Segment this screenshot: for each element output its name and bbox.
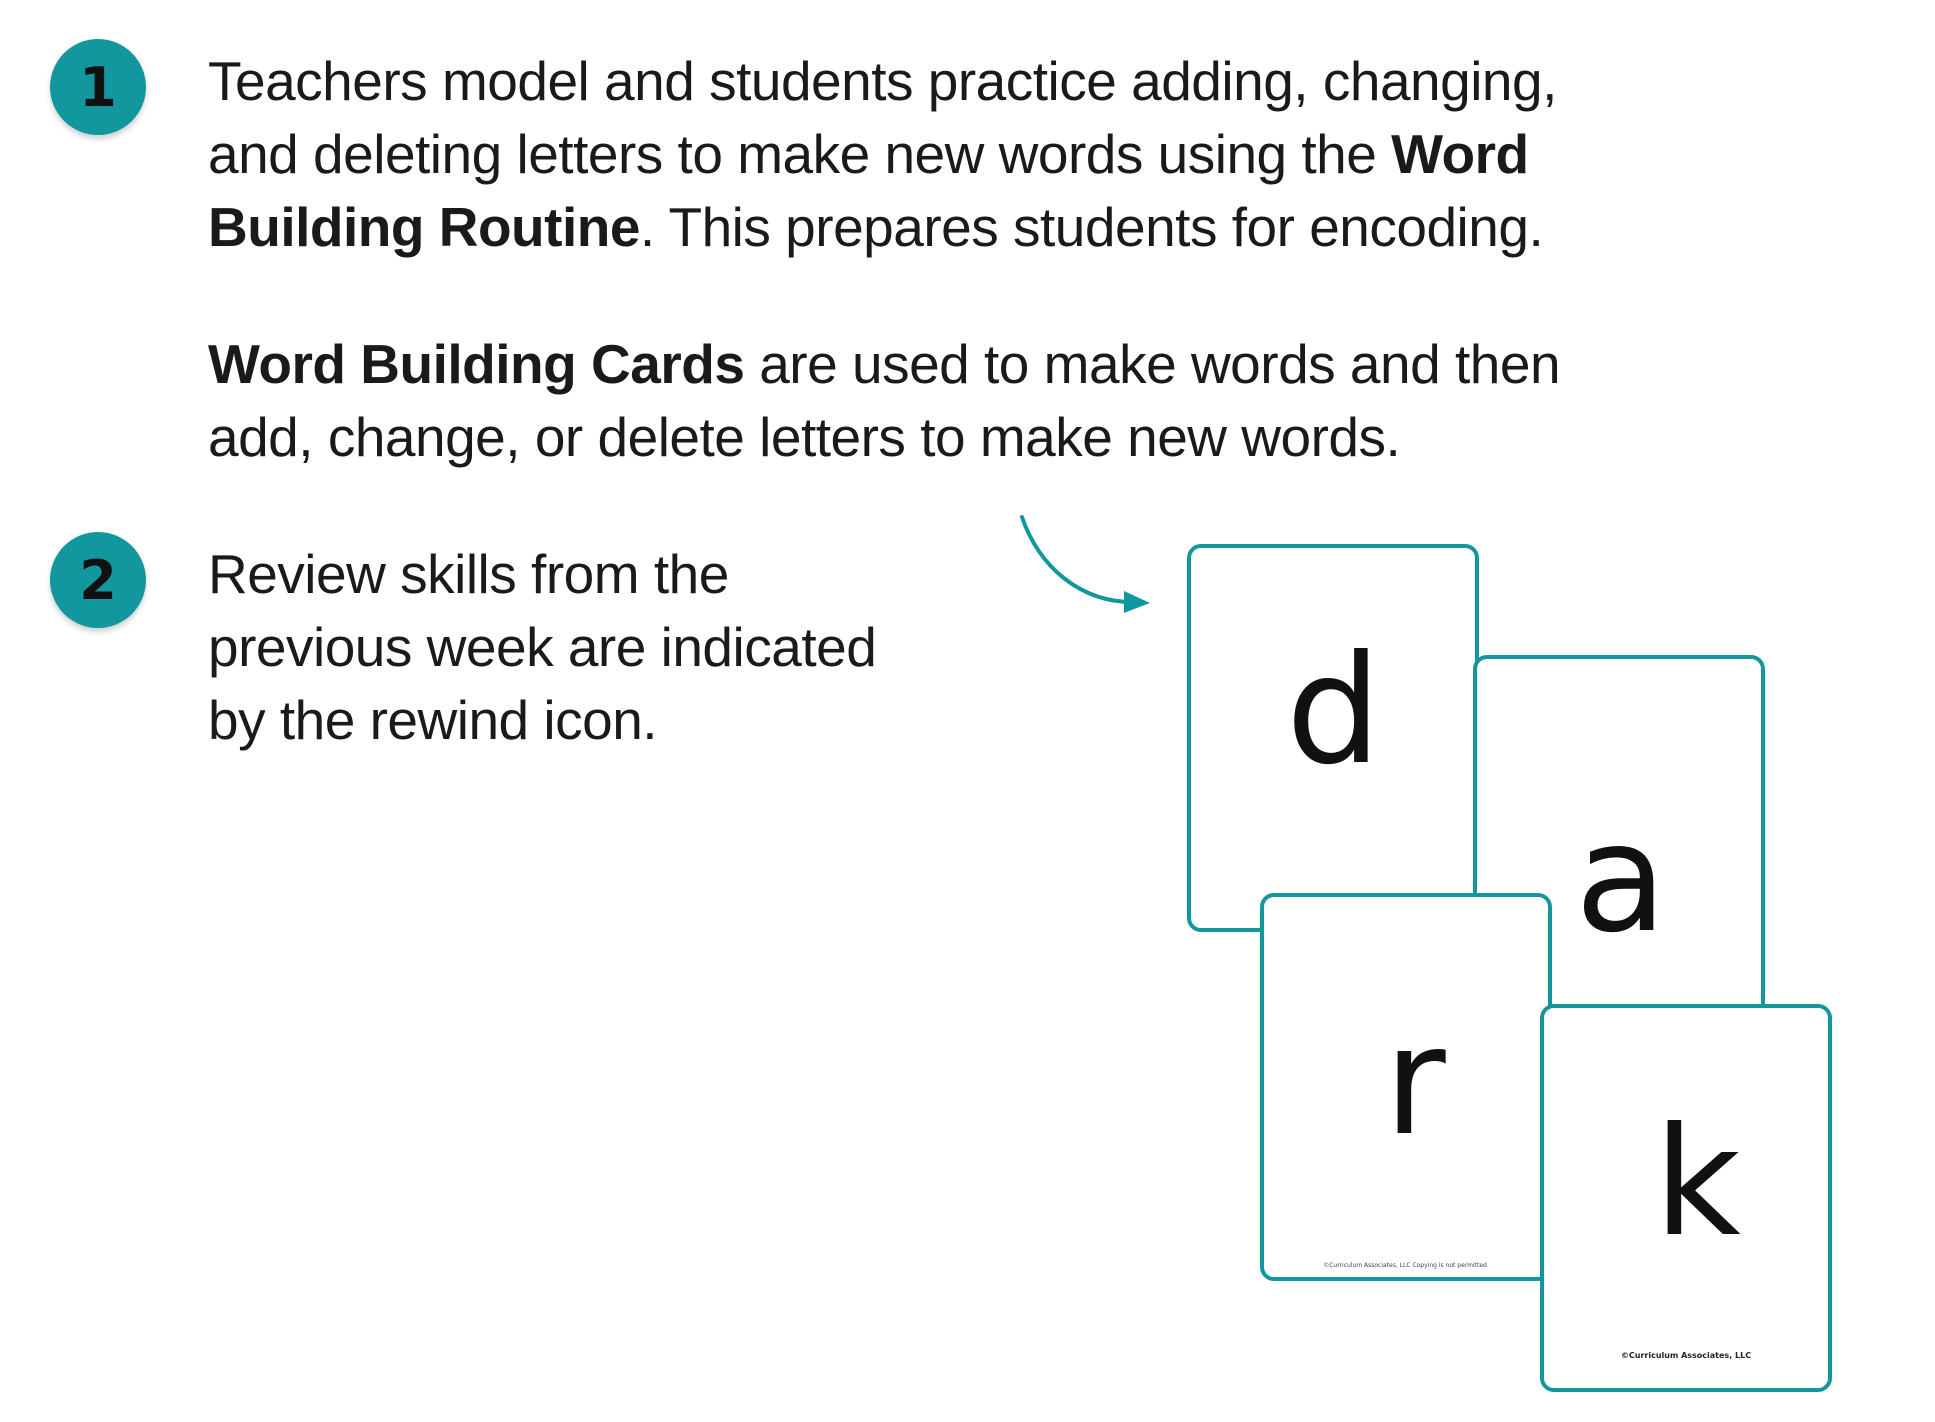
card-copyright: ©Curriculum Associates, LLC Copying is n… bbox=[1323, 1262, 1489, 1269]
cards-line-2: add, change, or delete letters to make n… bbox=[208, 406, 1401, 468]
word-emphasis: Word bbox=[1391, 123, 1529, 185]
step-1-line-1: Teachers model and students practice add… bbox=[208, 50, 1557, 112]
step-2-line-3: by the rewind icon. bbox=[208, 689, 658, 751]
card-letter: r bbox=[1384, 995, 1446, 1169]
letter-card-k: k ©Curriculum Associates, LLC bbox=[1540, 1004, 1832, 1392]
letter-card-d: d bbox=[1187, 544, 1479, 932]
step-1-line-3: Building Routine. This prepares students… bbox=[208, 191, 1557, 264]
cards-line-1: Word Building Cards are used to make wor… bbox=[208, 328, 1561, 401]
card-copyright: ©Curriculum Associates, LLC bbox=[1620, 1351, 1752, 1360]
card-letter: d bbox=[1286, 624, 1382, 798]
letter-card-r: r ©Curriculum Associates, LLC Copying is… bbox=[1260, 893, 1552, 1281]
step-2-number: 2 bbox=[79, 548, 117, 612]
building-routine-emphasis: Building Routine bbox=[208, 196, 640, 258]
step-1-badge: 1 bbox=[50, 39, 146, 135]
step-2-line-2: previous week are indicated bbox=[208, 616, 877, 678]
step-2-badge: 2 bbox=[50, 532, 146, 628]
step-1-paragraph: Teachers model and students practice add… bbox=[208, 45, 1557, 264]
step-2-line-1: Review skills from the bbox=[208, 543, 729, 605]
curved-arrow-icon bbox=[1020, 515, 1150, 613]
card-letter: k bbox=[1654, 1096, 1741, 1270]
cards-line-1-text: are used to make words and then bbox=[744, 333, 1561, 395]
card-letter: a bbox=[1575, 792, 1667, 966]
step-1-line-3-text: . This prepares students for encoding. bbox=[639, 196, 1544, 258]
step-1-line-2: and deleting letters to make new words u… bbox=[208, 118, 1557, 191]
word-building-cards-emphasis: Word Building Cards bbox=[208, 333, 745, 395]
step-1-line-2-text: and deleting letters to make new words u… bbox=[208, 123, 1392, 185]
step-2-paragraph: Review skills from the previous week are… bbox=[208, 538, 877, 757]
step-1-number: 1 bbox=[79, 55, 117, 119]
word-building-cards-paragraph: Word Building Cards are used to make wor… bbox=[208, 328, 1561, 474]
